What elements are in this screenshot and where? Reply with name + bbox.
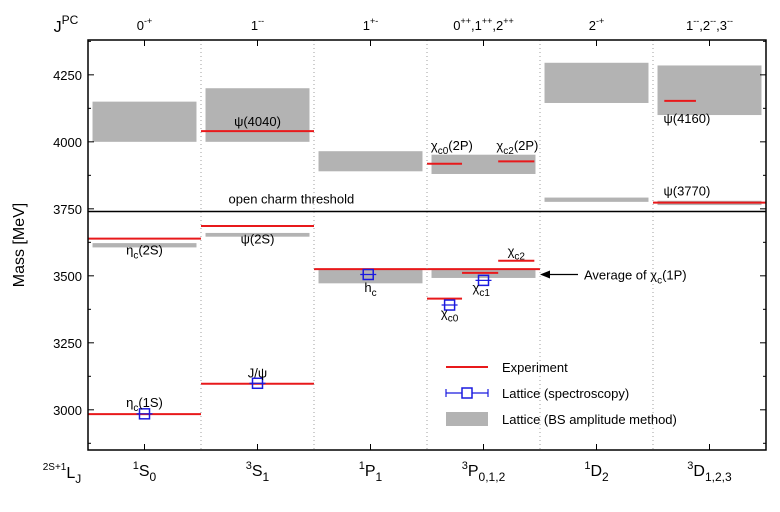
- bs-band-4: [318, 151, 423, 172]
- bottom-axis-label-1: 3S1: [246, 460, 270, 484]
- legend-label: Lattice (spectroscopy): [502, 386, 629, 401]
- bs-band-2: [205, 88, 310, 142]
- lattice-point-1: [249, 377, 266, 390]
- y-axis-label: Mass [MeV]: [11, 203, 28, 287]
- bottom-axis-title: 2S+1LJ: [43, 462, 82, 486]
- legend-item-0: Experiment: [446, 360, 568, 375]
- bs-band-8: [544, 62, 649, 103]
- y-tick-label-0: 3000: [53, 403, 82, 418]
- top-axis-label-4: 2-+: [589, 16, 605, 33]
- bs-band-0: [92, 101, 197, 142]
- lattice-point-4: [475, 274, 492, 287]
- y-tick-label-1: 3250: [53, 336, 82, 351]
- top-axis-title: JPC: [54, 13, 79, 36]
- bottom-axis-label-4: 1D2: [584, 460, 609, 484]
- legend-label: Experiment: [502, 360, 568, 375]
- lattice-point-3: [441, 299, 458, 311]
- bs-band-5: [318, 269, 423, 284]
- legend-swatch-marker: [461, 387, 473, 399]
- bs-band-9: [544, 197, 649, 202]
- open-charm-threshold-label: open charm threshold: [229, 192, 355, 207]
- lattice-point-marker: [251, 377, 264, 390]
- bs-band-10: [657, 65, 762, 116]
- lattice-point-0: [136, 408, 153, 420]
- state-label-3: ψ(2S): [241, 232, 275, 247]
- top-axis-label-0: 0-+: [137, 16, 153, 33]
- top-axis-label-3: 0++,1++,2++: [453, 16, 514, 33]
- bottom-axis-label-3: 3P0,1,2: [462, 460, 506, 484]
- legend-item-2: Lattice (BS amplitude method): [446, 412, 677, 427]
- annotation-label: Average of χc(1P): [584, 267, 687, 286]
- legend-swatch: [446, 412, 488, 426]
- bs-band-6: [431, 154, 536, 174]
- state-label-1: ηc(2S): [126, 242, 163, 261]
- y-tick-label-5: 4250: [53, 68, 82, 83]
- lattice-point-2: [360, 268, 377, 281]
- state-label-7: χc1: [473, 280, 491, 299]
- state-label-0: ηc(1S): [126, 395, 163, 414]
- state-label-11: ψ(4160): [663, 111, 710, 126]
- legend-label: Lattice (BS amplitude method): [502, 412, 677, 427]
- top-axis-label-5: 1--,2--,3--: [686, 16, 733, 33]
- lattice-point-marker: [138, 408, 151, 420]
- bottom-axis-label-2: 1P1: [359, 460, 383, 484]
- bs-band-7: [431, 269, 536, 278]
- top-axis-label-2: 1+-: [363, 16, 379, 33]
- state-label-8: χc2: [508, 244, 526, 263]
- state-label-4: ψ(4040): [234, 114, 281, 129]
- state-label-10: χc2(2P): [496, 138, 538, 157]
- state-label-9: χc0(2P): [431, 138, 473, 157]
- y-tick-label-4: 4000: [53, 135, 82, 150]
- y-tick-label-3: 3750: [53, 202, 82, 217]
- lattice-point-marker: [477, 274, 490, 287]
- top-axis-label-1: 1--: [251, 16, 264, 33]
- bs-band-3: [205, 232, 310, 237]
- state-label-6: χc0: [441, 305, 459, 324]
- bottom-axis-label-0: 1S0: [133, 460, 157, 484]
- annotation-arrow-head: [540, 270, 550, 279]
- state-label-5: hc: [364, 280, 376, 299]
- bs-band-1: [92, 243, 197, 248]
- legend-item-1: Lattice (spectroscopy): [445, 386, 629, 401]
- state-label-12: ψ(3770): [663, 183, 710, 198]
- state-label-2: J/ψ: [248, 366, 267, 381]
- y-tick-label-2: 3500: [53, 269, 82, 284]
- plot-frame: [87, 39, 767, 451]
- lattice-point-marker: [362, 268, 374, 281]
- lattice-point-marker: [443, 299, 456, 311]
- bottom-axis-label-5: 3D1,2,3: [687, 460, 732, 484]
